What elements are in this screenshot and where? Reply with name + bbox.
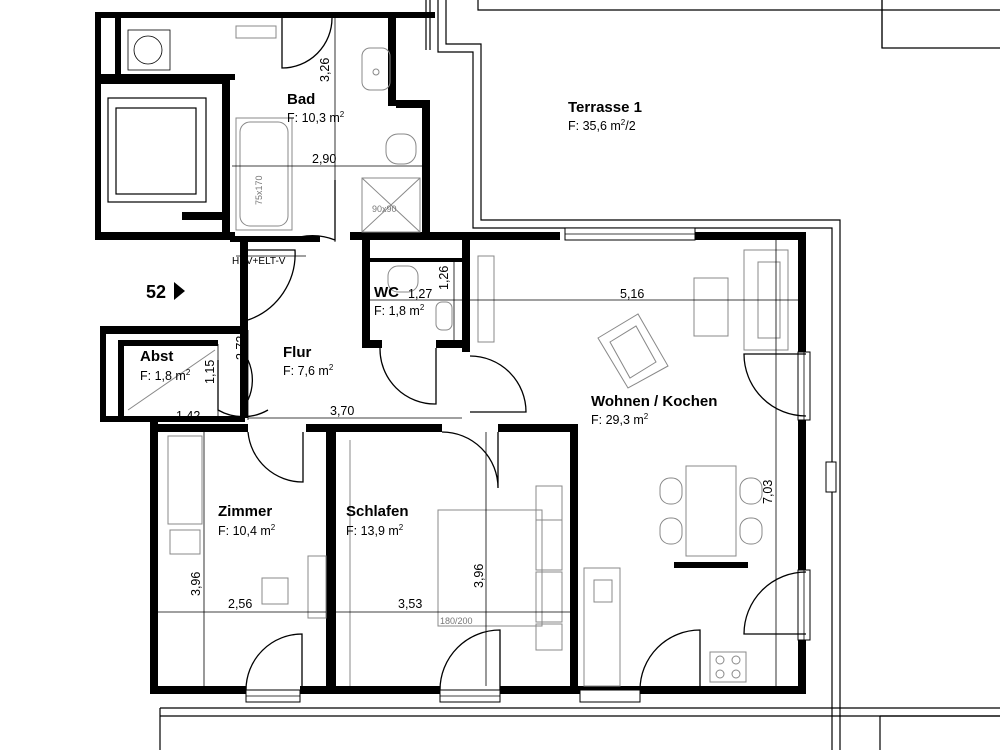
room-flur: Flur F: 7,6 m2	[283, 344, 334, 378]
bathtub	[235, 117, 293, 231]
dimension-lines	[124, 18, 800, 690]
dim-abst-width: 1,42	[176, 409, 200, 423]
bath-toilet	[385, 133, 417, 165]
dim-wohnen-width: 5,16	[620, 287, 644, 301]
room-zimmer-name: Zimmer	[218, 503, 272, 520]
room-schlafen-name: Schlafen	[346, 503, 409, 520]
room-schlafen-area: F: 13,9 m2	[346, 523, 404, 538]
dim-schlafen-width: 3,53	[398, 597, 422, 611]
room-wohnen-area: F: 29,3 m2	[591, 412, 649, 427]
dim-schlafen-height: 3,96	[472, 564, 486, 588]
room-bad-area: F: 10,3 m2	[287, 110, 345, 125]
dining-table	[685, 465, 737, 557]
room-zimmer-area: F: 10,4 m2	[218, 523, 276, 538]
dim-flur-height: 2,72	[234, 336, 248, 360]
dim-zimmer-width: 2,56	[228, 597, 252, 611]
wc-sink	[435, 301, 453, 331]
desk-chair	[261, 577, 289, 605]
tub-label: 75x170	[254, 175, 264, 205]
window-kitchen-bottom	[579, 689, 641, 703]
wc-fixtures	[387, 255, 495, 343]
coffee-table	[693, 277, 729, 337]
room-schlafen: Schlafen F: 13,9 m2	[346, 503, 409, 538]
room-labels: Terrasse 1 F: 35,6 m2/2 Bad F: 10,3 m2 W…	[140, 91, 717, 538]
armchair	[597, 313, 669, 389]
terrace-outline	[159, 0, 1000, 750]
desk	[307, 555, 327, 619]
unit-marker: 52	[146, 282, 185, 302]
room-flur-area: F: 7,6 m2	[283, 363, 334, 378]
bath-sink	[361, 47, 391, 91]
unit-arrow-icon	[174, 282, 185, 300]
room-wc-name: WC	[374, 284, 399, 301]
shower	[361, 177, 421, 233]
doors	[217, 17, 807, 691]
kitchen-counter	[583, 567, 621, 687]
wc-toilet	[387, 265, 419, 293]
room-wc: WC F: 1,8 m2	[374, 284, 425, 318]
bedroom-furniture: 180/200	[167, 435, 563, 686]
dim-bad-height: 3,26	[318, 58, 332, 82]
dim-wc-height: 1,26	[437, 266, 451, 290]
abst-diagonal	[127, 349, 216, 411]
dim-wohnen-height: 7,03	[761, 480, 775, 504]
walls	[95, 12, 806, 694]
shower-label: 90x90	[372, 204, 397, 214]
dim-bad-width: 2,90	[312, 152, 336, 166]
wall-unit	[477, 255, 495, 343]
room-abst-area: F: 1,8 m2	[140, 368, 191, 383]
windows	[245, 227, 837, 703]
room-bad: Bad F: 10,3 m2	[287, 91, 345, 125]
room-wc-area: F: 1,8 m2	[374, 303, 425, 318]
dim-zimmer-height: 3,96	[189, 572, 203, 596]
bath-shelf	[235, 25, 277, 39]
cooktop	[709, 651, 747, 683]
room-terrasse: Terrasse 1 F: 35,6 m2/2	[568, 99, 642, 133]
room-wohnen: Wohnen / Kochen F: 29,3 m2	[591, 393, 717, 427]
room-bad-name: Bad	[287, 91, 315, 108]
bath-fixtures: 75x170 90x90	[235, 25, 421, 233]
unit-number: 52	[146, 282, 166, 302]
dim-flur-width: 3,70	[330, 404, 354, 418]
room-wohnen-name: Wohnen / Kochen	[591, 393, 717, 410]
dim-abst-height: 1,15	[203, 360, 217, 384]
room-zimmer: Zimmer F: 10,4 m2	[218, 503, 276, 538]
dim-wc-width: 1,27	[408, 287, 432, 301]
window-side	[825, 461, 837, 493]
room-terrasse-area: F: 35,6 m2/2	[568, 118, 636, 133]
bed	[437, 509, 543, 627]
living-furniture	[583, 249, 789, 687]
room-terrasse-name: Terrasse 1	[568, 99, 642, 116]
chimney	[107, 29, 207, 203]
shaft-label: HKV+ELT-V	[232, 256, 286, 267]
bed-label: 180/200	[440, 616, 473, 626]
room-abst: Abst F: 1,8 m2	[140, 348, 191, 383]
wardrobe	[167, 435, 203, 525]
dimension-labels: 3,26 2,90 1,27 1,26 5,16 2,72 1,15 1,42 …	[176, 58, 775, 611]
room-flur-name: Flur	[283, 344, 311, 361]
room-abst-name: Abst	[140, 348, 173, 365]
